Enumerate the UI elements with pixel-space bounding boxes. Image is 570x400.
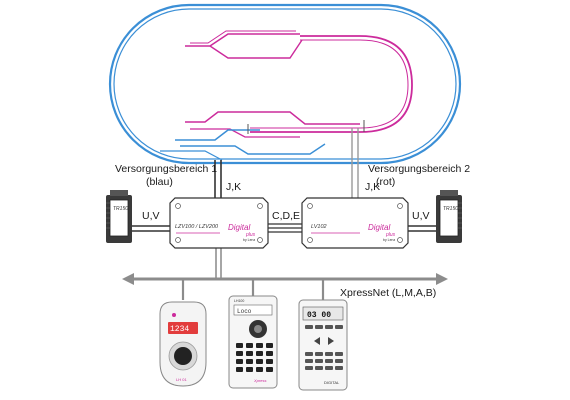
booster-brand: Digital xyxy=(368,223,390,232)
bus-arrow-right-icon xyxy=(436,273,448,285)
magenta-track-loop-rail xyxy=(250,39,409,129)
lh90-arrow-left-icon[interactable] xyxy=(314,337,320,345)
transformer-left: TR150 xyxy=(106,190,132,243)
xpressnet-bus xyxy=(122,273,448,300)
transformer-right-label: TR150 xyxy=(443,206,458,212)
transformer-right: TR150 xyxy=(436,190,462,243)
label-uv-left: U,V xyxy=(142,210,160,222)
label-jk-left: J,K xyxy=(226,181,241,193)
top-crossover xyxy=(209,39,303,59)
command-station-brand-by: by Lenz xyxy=(243,238,256,242)
top-siding-2 xyxy=(190,30,296,44)
handheld-lh100: Loco LH100 Xpress xyxy=(228,295,278,389)
bus-arrow-left-icon xyxy=(122,273,134,285)
track-layout xyxy=(108,3,462,165)
command-station-brand: Digital xyxy=(228,223,250,232)
blue-siding-1 xyxy=(175,129,260,141)
lh100-top-label: LH100 xyxy=(234,299,244,303)
outer-track-oval xyxy=(108,3,462,165)
command-station-brand-sub: plus xyxy=(245,232,256,238)
blue-siding-2 xyxy=(180,143,326,155)
lh90-keys-row1[interactable] xyxy=(305,325,343,329)
lh01-display xyxy=(168,322,198,334)
command-station-model: LZV100 / LZV200 xyxy=(175,224,219,230)
zone-2-title: Versorgungsbereich 2 xyxy=(368,163,470,175)
blue-siding-3 xyxy=(160,150,223,161)
lh100-keypad[interactable] xyxy=(236,343,273,372)
label-uv-right: U,V xyxy=(412,210,430,222)
lower-siding-2 xyxy=(190,128,300,138)
booster-brand-by: by Lenz xyxy=(383,238,396,242)
booster-lv102: LV102 Digital plus by Lenz xyxy=(301,197,409,249)
handheld-lh01: 1234 LH 01 xyxy=(159,301,207,387)
lh01-model-label: LH 01 xyxy=(176,377,187,382)
transformer-left-label: TR150 xyxy=(113,206,128,212)
lh100-brand: Xpress xyxy=(253,378,266,383)
magenta-track-loop xyxy=(250,35,413,133)
lh90-keypad[interactable] xyxy=(305,352,343,370)
lower-siding-1 xyxy=(185,111,360,125)
lh100-display-text: Loco xyxy=(237,308,252,315)
feeder-wires xyxy=(132,128,438,279)
xpressnet-label: XpressNet (L,M,A,B) xyxy=(340,287,436,299)
lh90-brand: DIGITAL xyxy=(324,380,340,385)
outer-track-oval-inner-rail xyxy=(113,8,457,160)
lh100-display xyxy=(233,304,273,316)
command-station-lzv100: LZV100 / LZV200 Digital plus by Lenz xyxy=(169,197,269,249)
label-jk-right: J,K xyxy=(365,181,380,193)
booster-model: LV102 xyxy=(311,224,327,230)
lh01-display-text: 1234 xyxy=(170,325,189,334)
zone-2-subtitle: (rot) xyxy=(376,176,395,188)
top-siding xyxy=(185,33,300,47)
lh01-knob-center[interactable] xyxy=(174,347,192,365)
lh90-arrow-right-icon[interactable] xyxy=(328,337,334,345)
lh90-display-text: 03 00 xyxy=(307,311,331,320)
zone-1-subtitle: (blau) xyxy=(146,176,173,188)
handheld-lh90: 03 00 DIGITAL xyxy=(298,299,348,391)
label-cde: C,D,E xyxy=(272,210,300,222)
booster-brand-sub: plus xyxy=(385,232,396,238)
zone-1-title: Versorgungsbereich 1 xyxy=(115,163,217,175)
lh90-display xyxy=(302,306,344,321)
